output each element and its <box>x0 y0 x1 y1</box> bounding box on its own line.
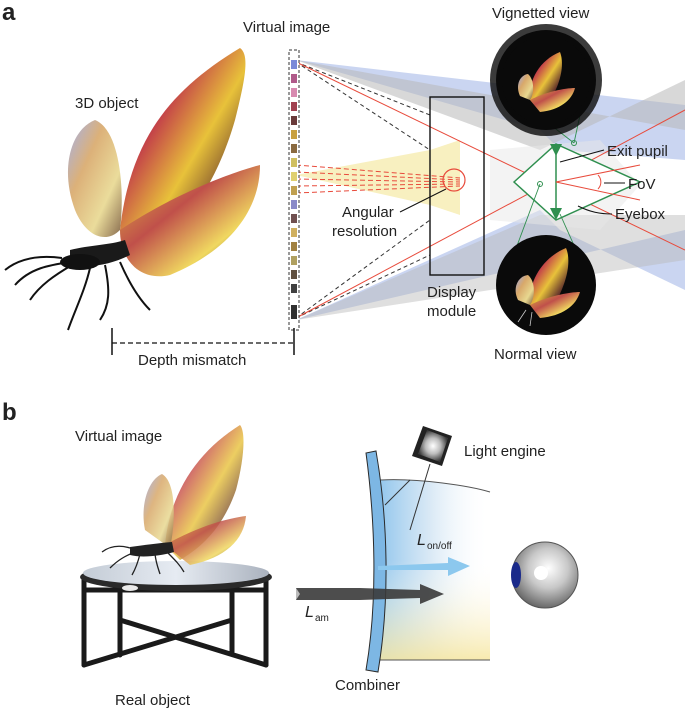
yellow-ray-fan <box>296 140 460 215</box>
angular-resolution-label-1: Angular <box>342 204 394 221</box>
vignetted-view-label: Vignetted view <box>492 5 589 22</box>
object-3d-label: 3D object <box>75 95 139 112</box>
angular-resolution-label-2: resolution <box>332 223 397 240</box>
panel-b-letter: b <box>2 399 17 426</box>
fov-label: FoV <box>628 176 656 193</box>
eyeball-icon <box>511 541 579 609</box>
exit-pupil-label: Exit pupil <box>607 143 668 160</box>
angular-resolution-circle <box>442 168 466 192</box>
ray-fans <box>296 60 685 320</box>
l-on-off-subscript: on/off <box>427 541 452 552</box>
panel-a-letter: a <box>2 0 16 26</box>
l-am-label: L <box>305 604 314 621</box>
eyebox-label: Eyebox <box>615 206 666 223</box>
combiner-label: Combiner <box>335 677 400 694</box>
virtual-image-label: Virtual image <box>243 19 330 36</box>
normal-view-label: Normal view <box>494 346 577 363</box>
gray-ray-fan-bottom <box>296 215 685 320</box>
l-on-off-label: L <box>417 532 426 549</box>
butterfly-icon <box>4 48 260 331</box>
chief-rays <box>295 61 685 319</box>
cube-icon <box>384 426 452 531</box>
display-module-label-1: Display <box>427 284 477 301</box>
angular-resolution-leader <box>399 188 447 213</box>
butterfly-icon <box>101 425 246 576</box>
label-leaders <box>559 149 625 215</box>
real-object-label: Real object <box>115 692 191 709</box>
light-arrows <box>296 557 470 604</box>
l-am-subscript: am <box>315 613 329 624</box>
angular-resolution-lines <box>295 164 461 194</box>
depth-mismatch-label: Depth mismatch <box>138 352 246 369</box>
blue-ray-fan-bottom <box>296 210 685 320</box>
depth-mismatch-marker <box>111 328 295 355</box>
normal-view <box>496 235 596 335</box>
gray-ray-fan-top <box>296 60 685 150</box>
light-engine-label: Light engine <box>464 443 546 460</box>
display-module-box <box>429 96 485 276</box>
combiner-plate <box>365 450 387 673</box>
eyebox-diamond <box>512 140 642 221</box>
display-module-label-2: module <box>427 303 476 320</box>
virtual-image-b-label: Virtual image <box>75 428 162 445</box>
dashed-ray-edges <box>295 61 431 319</box>
table-icon <box>80 561 272 668</box>
vignetted-view <box>490 24 602 136</box>
virtual-image-strip <box>288 49 300 331</box>
